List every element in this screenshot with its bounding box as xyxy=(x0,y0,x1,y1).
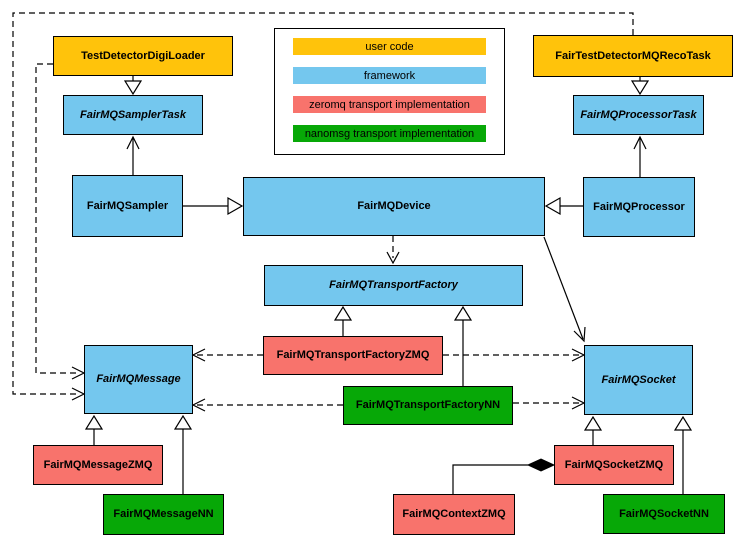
node-fairmqsocketnn: FairMQSocketNN xyxy=(603,494,725,534)
node-fairmqdevice: FairMQDevice xyxy=(243,177,545,236)
edge-fairmqtransportfactorynn-fairmqmessage xyxy=(191,398,343,412)
edge-fairmqsocketnn-fairmqsocket xyxy=(673,415,693,494)
edge-fairmqtransportfactoryzmq-fairmqtransportfactory xyxy=(333,305,353,336)
edge-fairmqdevice-fairmqsocket xyxy=(543,236,586,343)
node-fairmqprocessor: FairMQProcessor xyxy=(583,177,695,237)
node-fairmqsampler: FairMQSampler xyxy=(72,175,183,237)
node-fairmqsocketzmq: FairMQSocketZMQ xyxy=(554,445,674,485)
legend: user code framework zeromq transport imp… xyxy=(274,28,505,155)
node-fairtestdetectormqrecotask: FairTestDetectorMQRecoTask xyxy=(533,35,733,77)
edge-fairmqdevice-fairmqtransportfactory xyxy=(386,236,400,265)
legend-item-nanomsg: nanomsg transport implementation xyxy=(293,125,486,142)
legend-item-framework: framework xyxy=(293,67,486,84)
edge-fairmqprocessor-fairmqdevice xyxy=(544,196,583,216)
node-fairmqtransportfactoryzmq: FairMQTransportFactoryZMQ xyxy=(263,336,443,375)
edge-fairmqtransportfactorynn-fairmqsocket xyxy=(513,396,586,410)
edge-testdetectordigiloader-fairmqsamplertask xyxy=(123,76,143,96)
node-fairmqsamplertask: FairMQSamplerTask xyxy=(63,95,203,135)
edge-fairmqtransportfactorynn-fairmqtransportfactory xyxy=(453,305,473,386)
legend-item-user-code: user code xyxy=(293,38,486,55)
node-testdetectordigiloader: TestDetectorDigiLoader xyxy=(53,36,233,76)
node-fairmqsocket: FairMQSocket xyxy=(584,345,693,415)
node-fairmqprocessortask: FairMQProcessorTask xyxy=(573,95,704,135)
node-fairmqmessage: FairMQMessage xyxy=(84,345,193,414)
edge-fairmqtransportfactoryzmq-fairmqmessage xyxy=(191,348,263,362)
edge-fairmqsampler-fairmqsamplertask xyxy=(126,135,140,175)
node-fairmqmessagenn: FairMQMessageNN xyxy=(103,494,224,535)
node-fairmqcontextzmq: FairMQContextZMQ xyxy=(393,494,515,535)
legend-item-zeromq: zeromq transport implementation xyxy=(293,96,486,113)
edge-fairtestdetectormqrecotask-fairmqprocessortask xyxy=(630,77,650,96)
edge-fairmqprocessor-fairmqprocessortask xyxy=(633,135,647,177)
edge-fairmqsocketzmq-fairmqsocket xyxy=(583,415,603,445)
node-fairmqtransportfactorynn: FairMQTransportFactoryNN xyxy=(343,386,513,425)
node-fairmqmessagezmq: FairMQMessageZMQ xyxy=(33,445,163,485)
edge-fairmqmessagezmq-fairmqmessage xyxy=(84,414,104,445)
edge-fairmqmessagenn-fairmqmessage xyxy=(173,414,193,494)
edge-fairmqtransportfactoryzmq-fairmqsocket xyxy=(443,348,586,362)
edge-fairmqsampler-fairmqdevice xyxy=(183,196,244,216)
edge-fairmqcontextzmq-fairmqsocketzmq xyxy=(452,458,556,494)
node-fairmqtransportfactory: FairMQTransportFactory xyxy=(264,265,523,306)
